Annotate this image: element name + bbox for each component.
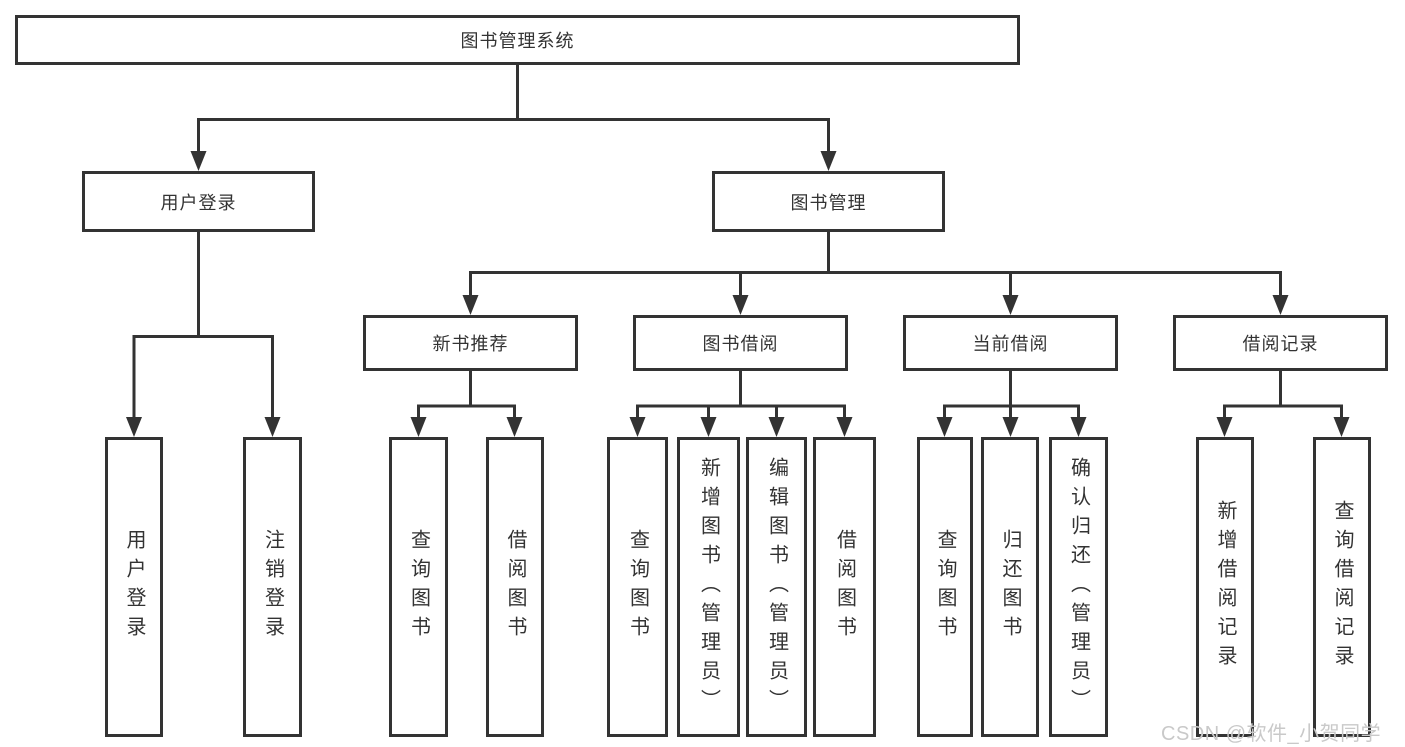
node-label: 编辑图书（管理员） [765,456,788,718]
connector-userlogin-to-leaves [126,232,281,437]
connector-root-to-level2 [190,65,837,171]
leaf-query-borrow-record: 查询借阅记录 [1313,437,1371,737]
node-label: 查询图书 [626,529,649,645]
leaf-borrow-books: 借阅图书 [813,437,876,737]
node-new-book-recommend: 新书推荐 [363,315,578,371]
node-label: 注销登录 [261,529,284,645]
node-label: 借阅图书 [504,529,526,645]
node-label: 用户登录 [160,192,237,213]
leaf-add-books-admin: 新增图书（管理员） [677,437,740,737]
node-label: 用户登录 [123,529,145,645]
connector-bookmgmt-to-level3 [462,232,1289,315]
node-label: 查询图书 [407,529,430,645]
leaf-logout: 注销登录 [243,437,302,737]
node-label: 新增借阅记录 [1214,500,1236,674]
leaf-edit-books-admin: 编辑图书（管理员） [746,437,807,737]
leaf-user-login: 用户登录 [105,437,163,737]
node-label: 图书管理 [790,192,867,213]
connector-bookborrow-to-leaves [629,371,853,437]
node-label: 借阅图书 [833,529,856,645]
node-label: 查询图书 [934,529,956,645]
node-label: 确认归还（管理员） [1067,456,1090,718]
node-library-management-system: 图书管理系统 [15,15,1020,65]
leaf-query-books-borrow: 查询图书 [607,437,668,737]
connector-currentborrow-to-leaves [936,371,1087,437]
connector-borrowrecord-to-leaves [1216,371,1350,437]
node-book-management: 图书管理 [712,171,945,232]
leaf-query-books-current: 查询图书 [917,437,973,737]
node-label: 图书管理系统 [460,31,575,51]
node-label: 归还图书 [999,529,1021,645]
csdn-watermark: CSDN @软件_小贺同学 [1161,723,1382,745]
node-label: 查询借阅记录 [1331,500,1353,674]
leaf-borrow-books-recommend: 借阅图书 [486,437,544,737]
leaf-add-borrow-record: 新增借阅记录 [1196,437,1254,737]
node-current-borrowing: 当前借阅 [903,315,1118,371]
connector-newbook-to-leaves [410,371,523,437]
node-book-borrowing: 图书借阅 [633,315,848,371]
node-label: 新增图书（管理员） [697,456,720,718]
node-user-login: 用户登录 [82,171,315,232]
node-label: 借阅记录 [1242,334,1319,354]
node-label: 新书推荐 [432,334,509,354]
node-borrowing-records: 借阅记录 [1173,315,1388,371]
leaf-confirm-return-admin: 确认归还（管理员） [1049,437,1108,737]
node-label: 当前借阅 [972,334,1049,354]
leaf-query-books-recommend: 查询图书 [389,437,448,737]
node-label: 图书借阅 [702,334,779,354]
leaf-return-books: 归还图书 [981,437,1039,737]
